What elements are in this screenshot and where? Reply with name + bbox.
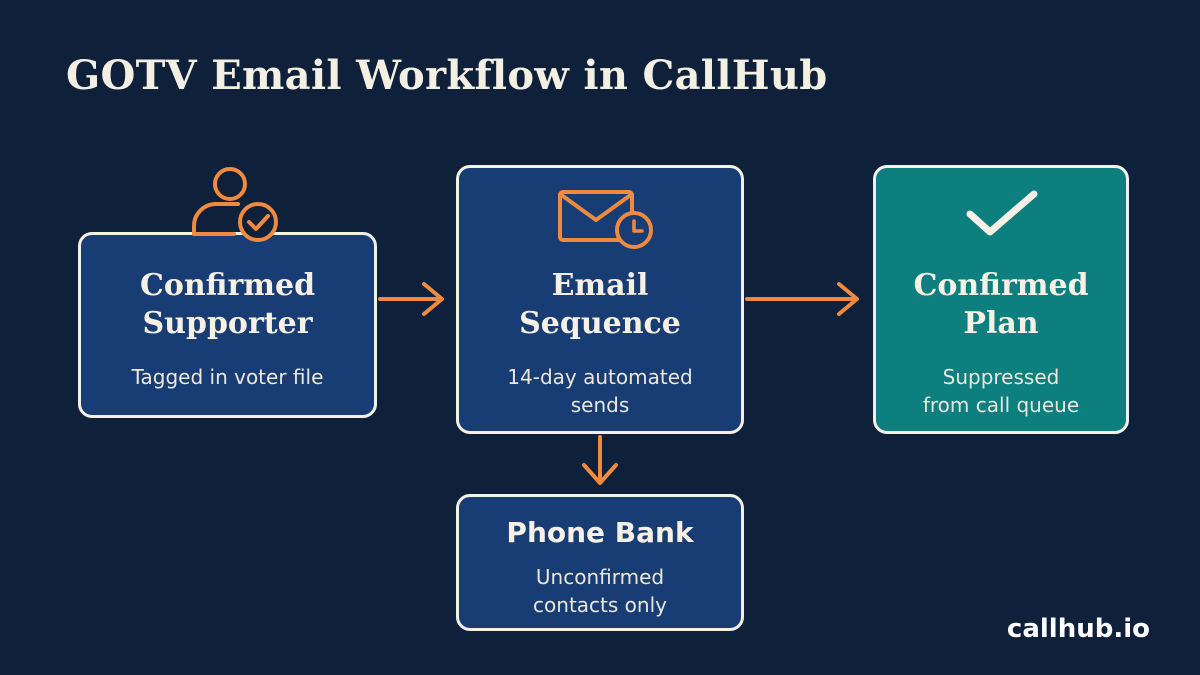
node-title: Confirmed Supporter — [139, 268, 316, 341]
node-subtitle: Suppressed from call queue — [922, 365, 1080, 417]
node-subtitle: Unconfirmed contacts only — [533, 565, 667, 617]
node-email-sequence: Email Sequence 14-day automated sends — [456, 165, 744, 434]
node-confirmed-plan: Confirmed Plan Suppressed from call queu… — [873, 165, 1129, 434]
email-clock-icon — [558, 190, 653, 249]
node-confirmed-supporter: Confirmed Supporter Tagged in voter file — [78, 232, 377, 418]
brand-logo-text: callhub.io — [1006, 614, 1150, 644]
node-title: Confirmed Plan — [913, 268, 1089, 341]
node-subtitle: 14-day automated sends — [507, 365, 693, 417]
node-subtitle: Tagged in voter file — [131, 365, 324, 389]
node-title: Email Sequence — [519, 268, 681, 341]
user-check-icon — [192, 167, 278, 242]
arrow-email-to-plan — [745, 282, 859, 316]
node-title: Phone Bank — [506, 516, 694, 549]
diagram-title: GOTV Email Workflow in CallHub — [66, 52, 828, 99]
node-phone-bank: Phone Bank Unconfirmed contacts only — [456, 494, 744, 631]
arrow-email-to-phone — [582, 435, 618, 485]
checkmark-icon — [966, 190, 1038, 236]
arrow-supporter-to-email — [378, 282, 444, 316]
